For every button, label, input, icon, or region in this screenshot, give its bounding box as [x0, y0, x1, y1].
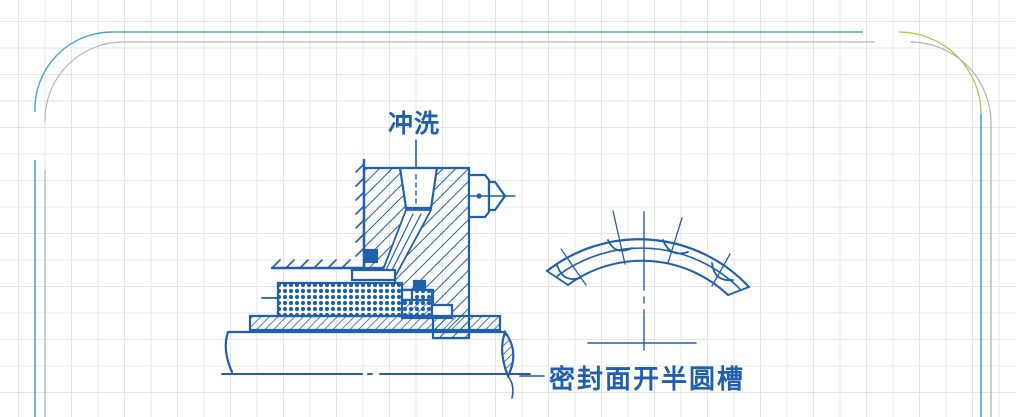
seal-face-groove-label: 密封面开半圆槽 — [549, 365, 746, 395]
flush-label: 冲洗 — [388, 109, 441, 138]
